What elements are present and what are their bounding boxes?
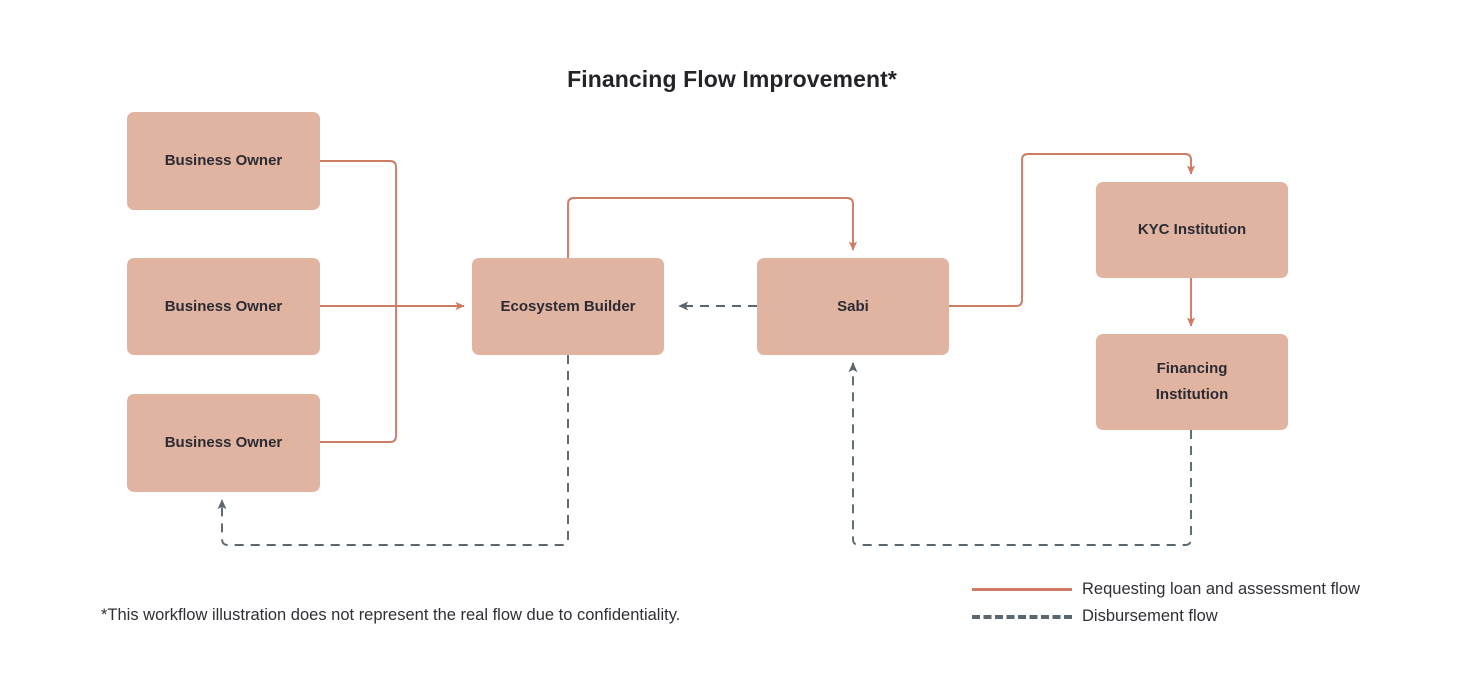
legend-item-request-flow: Requesting loan and assessment flow xyxy=(972,576,1442,603)
legend-item-disbursement-flow: Disbursement flow xyxy=(972,603,1442,630)
node-sabi[interactable]: Sabi xyxy=(757,258,949,355)
node-business-owner-3[interactable]: Business Owner xyxy=(127,394,320,492)
node-label: Business Owner xyxy=(164,297,283,315)
node-ecosystem-builder[interactable]: Ecosystem Builder xyxy=(472,258,664,355)
legend-label: Requesting loan and assessment flow xyxy=(1082,580,1360,598)
edge-ecosystem-to-sabi xyxy=(567,197,858,258)
node-label: Business Owner xyxy=(164,434,283,452)
node-business-owner-2[interactable]: Business Owner xyxy=(127,258,320,355)
node-label: Financing Institution xyxy=(1155,359,1229,403)
node-label: Business Owner xyxy=(164,152,283,170)
node-label: KYC Institution xyxy=(1137,221,1247,239)
node-financing-institution[interactable]: Financing Institution xyxy=(1096,334,1288,430)
edge-owner3-to-ecosystem xyxy=(320,306,397,443)
node-label: Sabi xyxy=(837,297,869,315)
node-business-owner-1[interactable]: Business Owner xyxy=(127,112,320,210)
dashed-line-icon xyxy=(972,611,1072,623)
node-label: Ecosystem Builder xyxy=(500,297,636,315)
edge-owner1-to-ecosystem xyxy=(320,160,397,306)
solid-line-icon xyxy=(972,584,1072,596)
legend-label: Disbursement flow xyxy=(1082,607,1218,625)
page-title: Financing Flow Improvement* xyxy=(567,66,897,92)
node-kyc-institution[interactable]: KYC Institution xyxy=(1096,182,1288,278)
footnote: *This workflow illustration does not rep… xyxy=(101,606,681,624)
legend: Requesting loan and assessment flow Disb… xyxy=(972,576,1442,630)
